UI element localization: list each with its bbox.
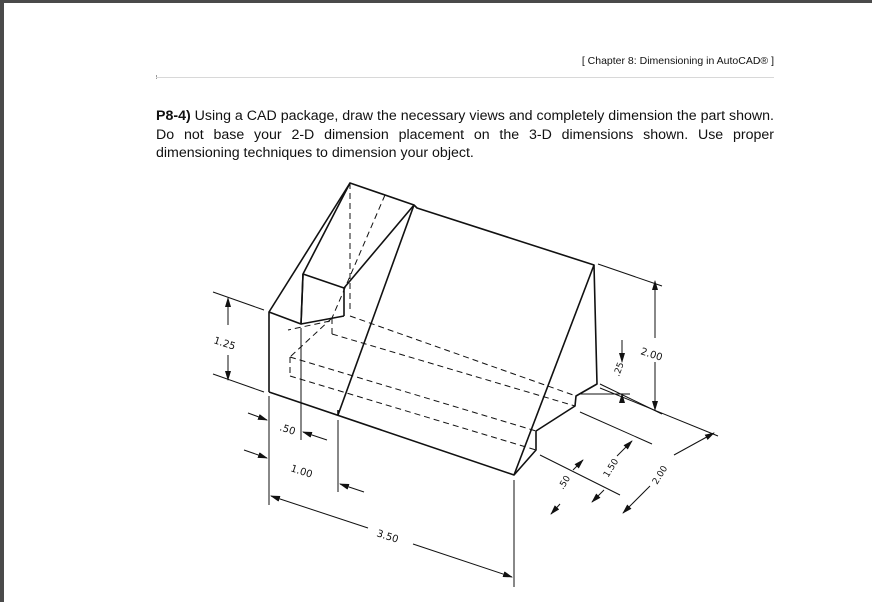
running-header: [ Chapter 8: Dimensioning in AutoCAD® ] <box>581 55 774 67</box>
document-page: [ Chapter 8: Dimensioning in AutoCAD® ] … <box>4 3 872 602</box>
problem-text: Using a CAD package, draw the necessary … <box>156 108 774 161</box>
dim-wall-width: 1.00 <box>289 463 314 480</box>
dim-length: 3.50 <box>375 528 400 545</box>
dim-depth-inner: 1.50 <box>602 457 621 480</box>
dim-depth-total: 2.00 <box>651 464 670 487</box>
part-hidden-edges <box>287 183 577 451</box>
dim-notch-width: .50 <box>278 422 297 437</box>
dim-height-total: 2.00 <box>639 346 664 363</box>
header-rule <box>156 77 774 78</box>
part-visible-edges <box>268 182 598 476</box>
problem-statement: P8-4) Using a CAD package, draw the nece… <box>156 107 774 163</box>
dim-slot-depth: .25 <box>612 361 626 378</box>
problem-number: P8-4) <box>156 108 191 124</box>
dim-height-left: 1.25 <box>212 335 237 352</box>
dim-slot-front: .50 <box>557 474 573 492</box>
dimension-lines <box>212 263 719 587</box>
